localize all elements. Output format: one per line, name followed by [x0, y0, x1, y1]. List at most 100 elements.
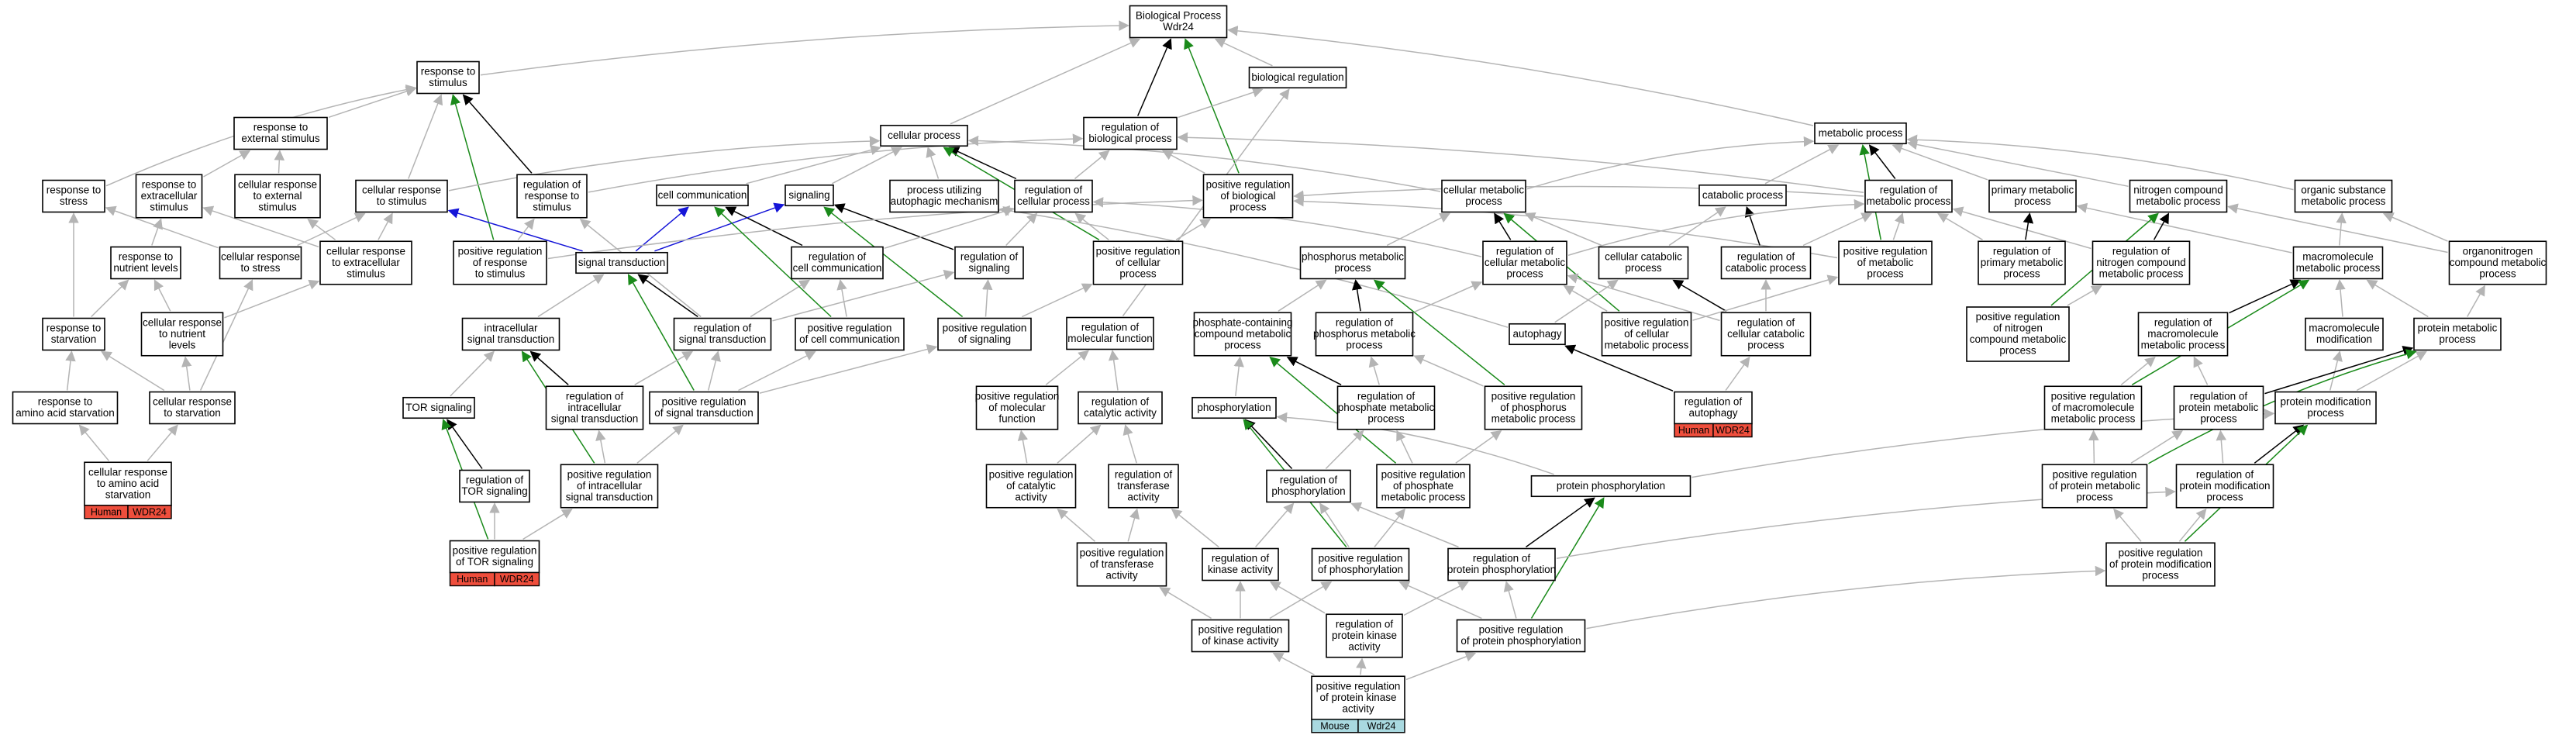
node-cp[interactable]: cellular process [880, 124, 968, 147]
node-label-line: regulation of [1496, 245, 1554, 257]
node-cc[interactable]: cell communication [656, 184, 749, 207]
node-st[interactable]: signal transduction [575, 251, 668, 274]
node-breg[interactable]: biological regulation [1248, 66, 1347, 89]
node-sig[interactable]: signaling [785, 184, 834, 207]
node-mp[interactable]: metabolic process [1814, 122, 1907, 145]
node-label-line: to amino acid [97, 478, 159, 489]
node-label-line: signal transduction [467, 333, 555, 345]
node-auto[interactable]: autophagy [1509, 323, 1566, 346]
node-tor[interactable]: TOR signaling [402, 396, 475, 419]
node-pphos[interactable]: protein phosphorylation [1530, 475, 1691, 498]
node-label-line: process [1999, 345, 2036, 357]
node-label-line: stimulus [533, 201, 571, 212]
node-box [1814, 122, 1907, 145]
node-label-line: regulation of [1102, 122, 1160, 133]
node-catp[interactable]: catabolic process [1698, 184, 1787, 207]
edge-prcc-to-cc [714, 206, 832, 318]
node-phos[interactable]: phosphorylation [1191, 396, 1277, 419]
node-box [2173, 385, 2264, 430]
edge-rtnl-to-rtextra [151, 218, 163, 246]
